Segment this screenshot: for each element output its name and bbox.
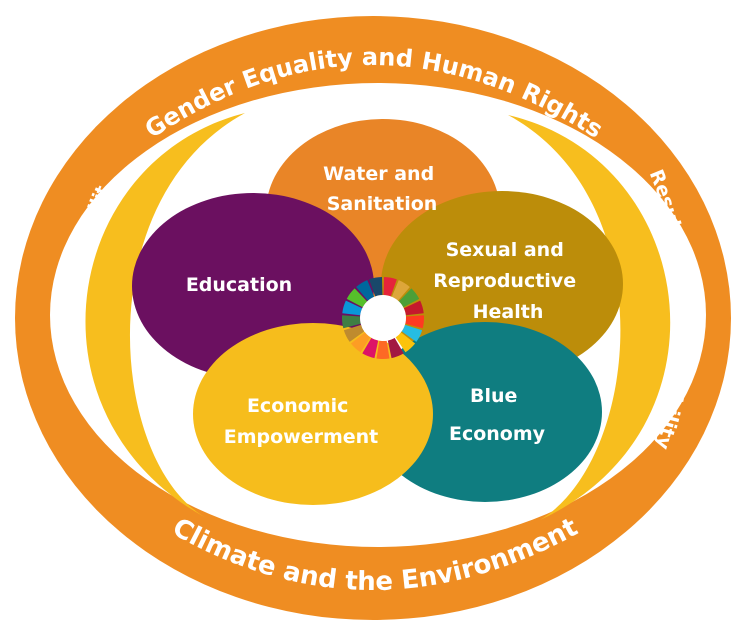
petal-water-label: Water and Sanitation <box>323 163 441 215</box>
petal-education-label: Education <box>186 274 292 296</box>
sdg-wheel-segment <box>346 288 368 308</box>
sdg-wheel-segment <box>383 277 397 297</box>
sdg-wheel-segment <box>403 300 424 316</box>
sdg-wheel-segment <box>342 300 363 316</box>
sdg-wheel-segment <box>350 332 371 353</box>
petal-blue-label: Blue Economy <box>449 385 546 445</box>
sdg-wheel-segment <box>342 315 361 329</box>
sdg-wheel-center <box>360 295 406 341</box>
petal-economic-label: Economic Empowerment <box>224 395 379 448</box>
petal-economic-empowerment <box>193 323 433 505</box>
sdg-wheel-segment <box>398 288 420 308</box>
sdg-wheel-segment <box>401 324 423 342</box>
left-band <box>85 113 245 520</box>
petal-blue-economy <box>368 322 602 502</box>
petal-sexual-label: Sexual and Reproductive Health <box>433 239 582 323</box>
sdg-wheel-segment <box>395 332 416 353</box>
sdg-wheel-segment <box>387 337 404 359</box>
sdg-wheel-segment <box>343 324 365 342</box>
sdg-wheel-segment <box>391 280 410 301</box>
sdg-wheel-segment <box>362 337 379 359</box>
right-band <box>508 115 671 520</box>
sdg-wheel-segment <box>369 277 383 297</box>
sdg-wheel-segment <box>376 340 390 359</box>
sdg-wheel-segment <box>356 280 375 301</box>
sdg-wheel-segment <box>405 315 424 329</box>
sdg-wheel <box>342 277 424 359</box>
